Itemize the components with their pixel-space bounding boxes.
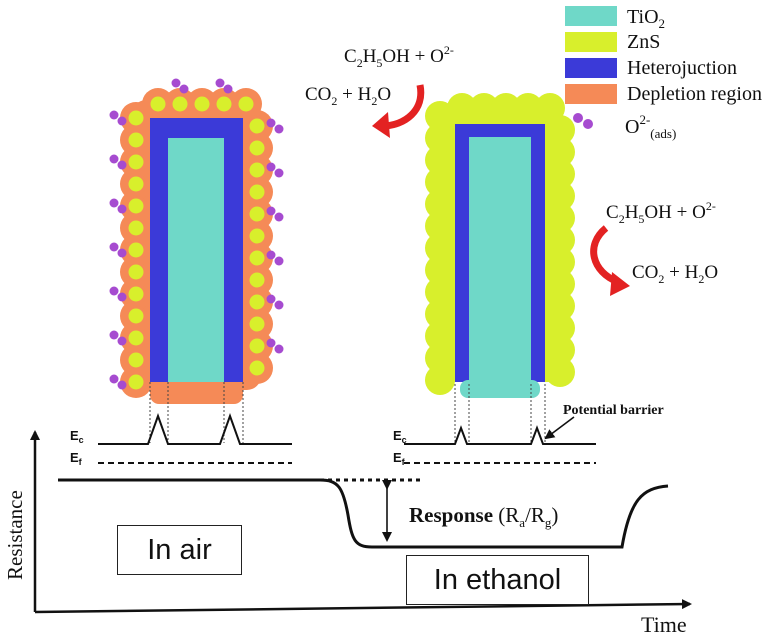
reactants-top: C2H5OH + O2- [344,43,454,70]
potential-barrier-label: Potential barrier [563,403,664,418]
ec-label-ethanol: Ec [393,428,407,445]
legend-label-o2-ads: O2-(ads) [625,112,676,141]
legend-swatch-tio2 [565,6,617,26]
ef-label-air: Ef [70,450,83,467]
legend-label-zns: ZnS [627,31,660,53]
in-ethanol-label: In ethanol [406,555,589,605]
zns-particles-air [125,93,268,393]
y-axis-label: Resistance [3,490,27,580]
reaction-arrow-right [590,225,630,296]
x-axis [34,599,692,614]
legend-label-tio2: TiO2 [627,6,665,31]
legend-swatch-zns [565,32,617,52]
legend-label-heterojunction: Heterojuction [627,57,737,79]
ef-label-ethanol: Ef [393,450,406,467]
tio2-core-right [469,137,531,382]
tio2-bottom-right [460,380,540,398]
in-air-label: In air [117,525,242,575]
potential-barrier-pointer [544,416,575,440]
reactants-right: C2H5OH + O2- [606,199,716,226]
legend-swatch-heterojunction [565,58,617,78]
junction-guides [149,382,546,443]
tio2-core-left [168,138,224,382]
resistance-curve [58,478,669,549]
conduction-band-air [98,413,292,445]
depletion-bottom-left [150,382,243,404]
products-top: CO2 + H2O [305,84,391,108]
x-axis-label: Time [641,612,687,636]
conduction-band-ethanol [404,425,596,445]
legend-swatch-o2 [573,113,593,129]
products-right: CO2 + H2O [632,262,718,286]
legend-swatch-depletion [565,84,617,104]
legend [565,6,617,129]
ec-label-air: Ec [70,428,84,445]
legend-label-depletion: Depletion region [627,83,762,105]
nanorod-in-air [109,78,284,404]
reaction-arrow-top [372,84,425,138]
response-label: Response (Ra/Rg) [409,503,558,530]
adsorbed-oxygen-ions [109,78,284,390]
nanorod-in-ethanol [425,93,575,398]
